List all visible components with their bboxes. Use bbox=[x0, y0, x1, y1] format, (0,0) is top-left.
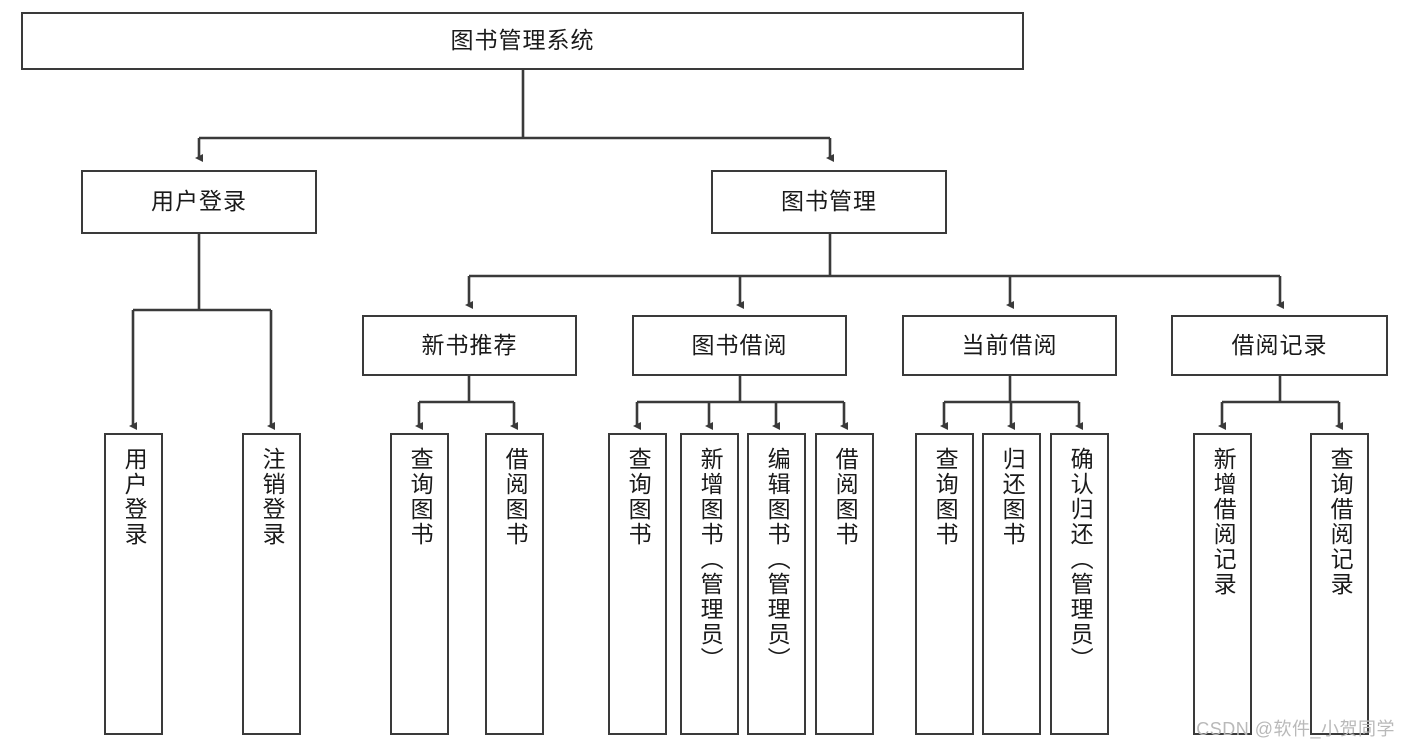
node-label: 图书管理 bbox=[781, 188, 877, 215]
node-user-login[interactable]: 用户登录 bbox=[81, 170, 317, 234]
node-label: 查询图书 bbox=[407, 447, 434, 547]
node-leaf-query-book-2[interactable]: 查询图书 bbox=[608, 433, 667, 735]
node-label: 确认归还（管理员） bbox=[1067, 447, 1094, 672]
node-leaf-edit-book[interactable]: 编辑图书（管理员） bbox=[747, 433, 806, 735]
node-leaf-query-record[interactable]: 查询借阅记录 bbox=[1310, 433, 1369, 735]
node-label: 借阅图书 bbox=[832, 447, 859, 547]
node-book-borrow[interactable]: 图书借阅 bbox=[632, 315, 847, 376]
node-label: 注销登录 bbox=[259, 447, 286, 547]
node-label: 查询借阅记录 bbox=[1327, 447, 1354, 597]
node-new-book-rec[interactable]: 新书推荐 bbox=[362, 315, 577, 376]
node-label: 图书借阅 bbox=[691, 331, 788, 358]
node-label: 用户登录 bbox=[151, 188, 247, 215]
watermark: CSDN @软件_小贺同学 bbox=[1196, 719, 1395, 739]
node-leaf-borrow-book-1[interactable]: 借阅图书 bbox=[485, 433, 544, 735]
node-book-manage[interactable]: 图书管理 bbox=[711, 170, 947, 234]
node-root[interactable]: 图书管理系统 bbox=[21, 12, 1024, 70]
node-leaf-confirm-return[interactable]: 确认归还（管理员） bbox=[1050, 433, 1109, 735]
node-leaf-return-book[interactable]: 归还图书 bbox=[982, 433, 1041, 735]
node-label: 查询图书 bbox=[625, 447, 652, 547]
node-leaf-logout[interactable]: 注销登录 bbox=[242, 433, 301, 735]
node-leaf-query-book-1[interactable]: 查询图书 bbox=[390, 433, 449, 735]
node-leaf-add-record[interactable]: 新增借阅记录 bbox=[1193, 433, 1252, 735]
node-label: 归还图书 bbox=[999, 447, 1026, 547]
node-label: 当前借阅 bbox=[961, 331, 1058, 358]
node-label: 图书管理系统 bbox=[450, 27, 595, 54]
node-label: 查询图书 bbox=[932, 447, 959, 547]
node-leaf-user-login[interactable]: 用户登录 bbox=[104, 433, 163, 735]
node-leaf-query-book-3[interactable]: 查询图书 bbox=[915, 433, 974, 735]
node-borrow-record[interactable]: 借阅记录 bbox=[1171, 315, 1388, 376]
node-leaf-borrow-book-2[interactable]: 借阅图书 bbox=[815, 433, 874, 735]
node-label: 借阅图书 bbox=[502, 447, 529, 547]
node-label: 新增图书（管理员） bbox=[697, 447, 724, 672]
node-leaf-add-book[interactable]: 新增图书（管理员） bbox=[680, 433, 739, 735]
node-label: 新书推荐 bbox=[421, 331, 518, 358]
node-label: 用户登录 bbox=[121, 447, 148, 547]
node-current-borrow[interactable]: 当前借阅 bbox=[902, 315, 1117, 376]
node-label: 借阅记录 bbox=[1231, 331, 1328, 358]
node-label: 新增借阅记录 bbox=[1210, 447, 1237, 597]
node-label: 编辑图书（管理员） bbox=[764, 447, 791, 672]
